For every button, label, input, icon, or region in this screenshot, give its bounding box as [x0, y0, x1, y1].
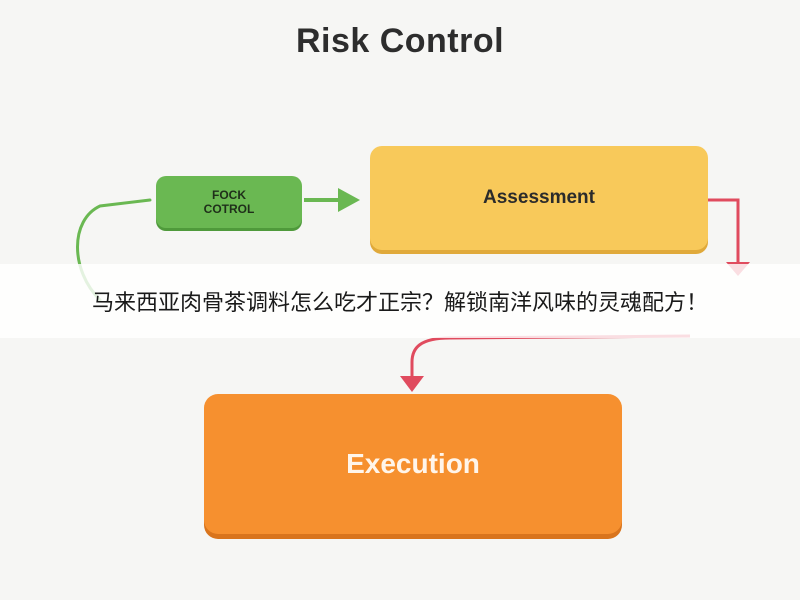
diagram-title: Risk Control [295, 22, 505, 60]
red-arrow-down-right [708, 198, 740, 262]
execution-node: Execution [204, 394, 622, 534]
red-arrowhead-execution [400, 376, 424, 392]
fock-control-node: FOCK COTROL [156, 176, 302, 228]
assessment-node: Assessment [370, 146, 708, 250]
caption-overlay-band: 马来西亚肉骨茶调料怎么吃才正宗？解锁南洋风味的灵魂配方！ [0, 264, 800, 338]
green-arrowhead [338, 188, 360, 212]
caption-text: 马来西亚肉骨茶调料怎么吃才正宗？解锁南洋风味的灵魂配方！ [91, 291, 708, 316]
red-arrow-to-execution [410, 334, 691, 380]
